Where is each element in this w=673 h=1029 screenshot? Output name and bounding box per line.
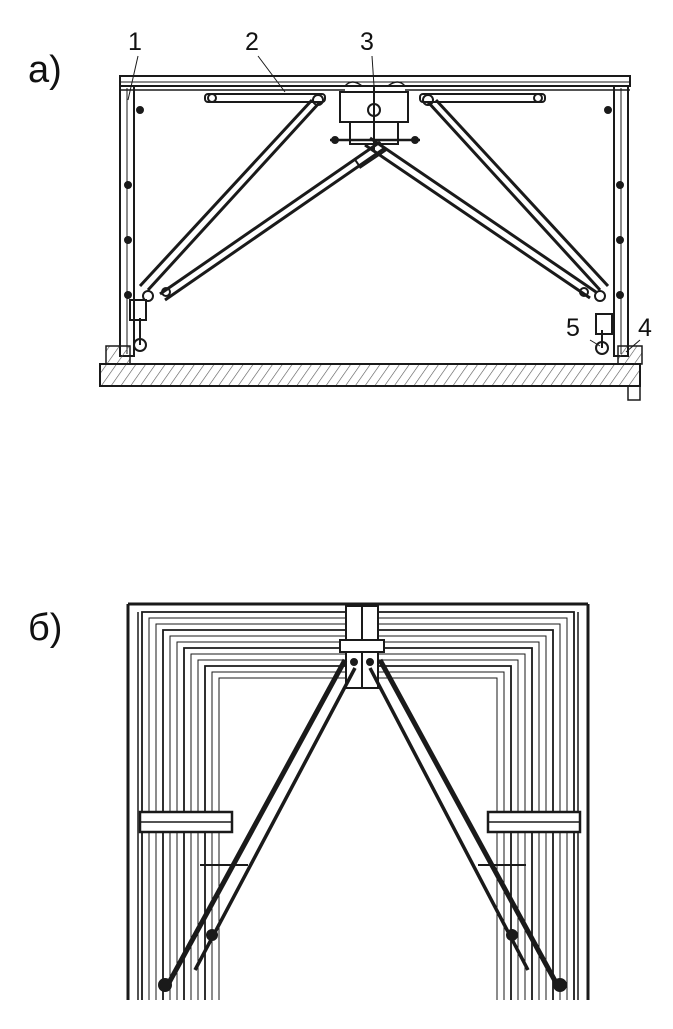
callout-4: 4	[638, 314, 652, 342]
formwork-plate	[190, 653, 526, 1000]
floor-slab	[99, 345, 643, 401]
top-turnbuckles	[204, 93, 546, 106]
panel-b: б)	[28, 602, 590, 1000]
side-shelves	[138, 810, 582, 834]
formwork-plate	[218, 677, 498, 1000]
formwork-plate	[211, 671, 505, 1000]
head-block	[339, 605, 385, 689]
panel-a: а) 1 2 3 4 5	[28, 28, 652, 401]
bottom-joints	[129, 287, 613, 355]
outer-frame	[126, 602, 590, 1000]
callout-3: 3	[360, 28, 374, 56]
callout-2: 2	[245, 28, 259, 56]
callout-1: 1	[128, 28, 142, 56]
formwork-plate	[183, 647, 533, 1000]
bottom-rollers	[158, 929, 567, 992]
diagonal-struts	[138, 98, 610, 302]
panel-a-label: а)	[28, 49, 62, 91]
panel-b-label: б)	[28, 607, 62, 649]
diagonal-braces	[162, 658, 563, 992]
callout-5: 5	[566, 314, 580, 342]
